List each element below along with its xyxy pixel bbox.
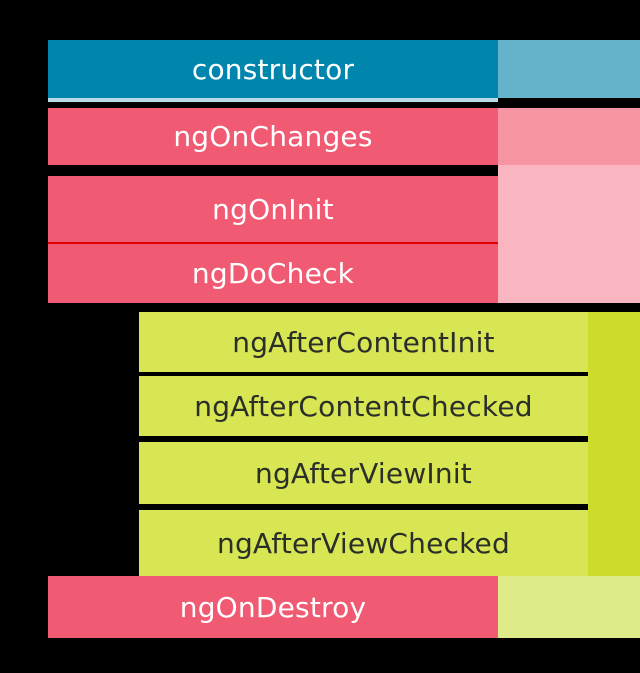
on-destroy-side-panel xyxy=(498,576,640,638)
hook-ng-after-view-checked: ngAfterViewChecked xyxy=(139,510,588,576)
hook-label: ngDoCheck xyxy=(191,257,355,290)
hook-label: ngAfterViewChecked xyxy=(217,526,510,560)
hook-label: ngOnChanges xyxy=(173,120,373,153)
hook-ng-on-init: ngOnInit xyxy=(48,176,498,242)
hook-ng-after-content-init: ngAfterContentInit xyxy=(139,312,588,372)
hook-ng-on-destroy: ngOnDestroy xyxy=(48,576,498,638)
init-docheck-divider xyxy=(48,242,498,244)
hook-constructor: constructor xyxy=(48,40,498,98)
on-changes-side-panel xyxy=(498,108,640,165)
hook-ng-after-view-init: ngAfterViewInit xyxy=(139,442,588,504)
hook-ng-do-check: ngDoCheck xyxy=(48,244,498,303)
constructor-underline xyxy=(48,98,498,102)
hook-label: ngAfterContentChecked xyxy=(194,389,533,423)
hook-label: ngOnDestroy xyxy=(179,590,367,624)
hook-label: ngAfterViewInit xyxy=(255,456,472,490)
hook-label: ngAfterContentInit xyxy=(232,325,495,359)
hook-ng-on-changes: ngOnChanges xyxy=(48,108,498,165)
hook-label: constructor xyxy=(191,52,355,86)
hook-ng-after-content-checked: ngAfterContentChecked xyxy=(139,376,588,436)
init-docheck-side-panel xyxy=(498,165,640,303)
hook-label: ngOnInit xyxy=(212,192,334,226)
constructor-side-panel xyxy=(498,40,640,98)
after-hooks-side-panel xyxy=(588,312,640,576)
